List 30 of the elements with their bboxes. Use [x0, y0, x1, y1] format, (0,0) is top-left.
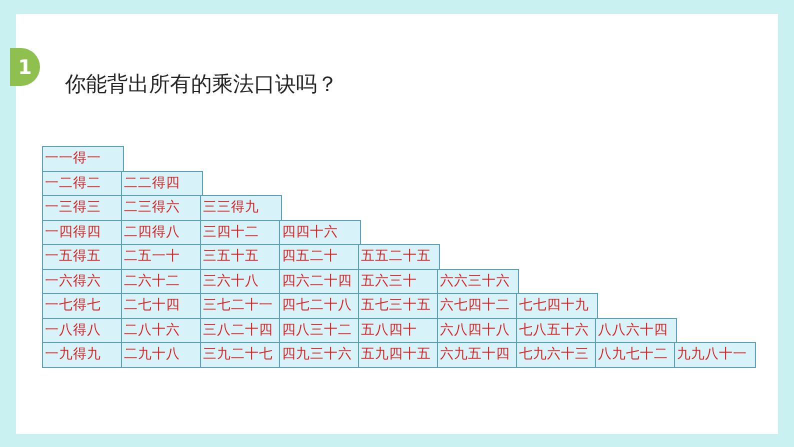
- table-cell: 一九得九: [42, 342, 124, 368]
- table-cell: 二九十八: [121, 342, 203, 368]
- table-cell: 四五二十: [279, 244, 361, 270]
- table-cell: 四四十六: [279, 220, 361, 245]
- table-cell: 六六三十六: [437, 268, 519, 294]
- table-cell: 六九五十四: [437, 342, 519, 368]
- table-cell: 四九三十六: [279, 342, 361, 368]
- table-cell: 六七四十二: [437, 293, 519, 318]
- table-cell: 三五十五: [200, 244, 282, 270]
- table-cell: 三七二十一: [200, 293, 282, 318]
- table-cell: 一一得一: [42, 146, 124, 172]
- table-cell: 三九二十七: [200, 342, 282, 368]
- table-cell: 五七三十五: [358, 293, 440, 318]
- table-cell: 八九七十二: [595, 342, 677, 368]
- table-cell: 八八六十四: [595, 318, 677, 343]
- question-heading: 你能背出所有的乘法口诀吗？: [65, 71, 338, 98]
- table-cell: 二二得四: [121, 170, 203, 196]
- table-cell: 九九八十一: [674, 342, 756, 368]
- table-cell: 四七二十八: [279, 293, 361, 318]
- table-cell: 二五一十: [121, 244, 203, 270]
- table-cell: 一五得五: [42, 244, 124, 270]
- table-cell: 一七得七: [42, 293, 124, 318]
- table-cell: 二七十四: [121, 293, 203, 318]
- table-cell: 二三得六: [121, 195, 203, 220]
- table-cell: 五九四十五: [358, 342, 440, 368]
- table-cell: 七七四十九: [516, 293, 598, 318]
- table-cell: 一三得三: [42, 195, 124, 220]
- table-cell: 五五二十五: [358, 244, 440, 270]
- table-cell: 七九六十三: [516, 342, 598, 368]
- table-cell: 三三得九: [200, 195, 282, 220]
